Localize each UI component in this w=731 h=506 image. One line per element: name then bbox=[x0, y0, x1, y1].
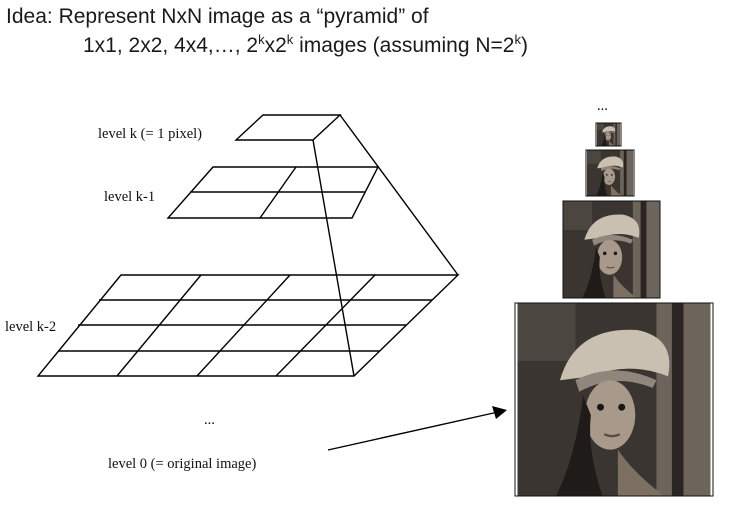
heading-line2-part-c: images (assuming N=2 bbox=[293, 34, 515, 57]
pyramid-image-original bbox=[514, 302, 714, 497]
heading-line1: Represent NxN image as a “pyramid” of bbox=[58, 5, 429, 28]
idea-label: Idea: bbox=[6, 5, 53, 28]
level-k-label: level k (= 1 pixel) bbox=[98, 126, 203, 142]
pyramid-image-1x1 bbox=[595, 122, 622, 147]
heading-line2-part-b: x2 bbox=[264, 34, 287, 57]
heading-line2: 1x1, 2x2, 4x4,…, 2kx2k images (assuming … bbox=[6, 31, 528, 60]
level-k1-plane bbox=[166, 166, 380, 219]
heading-line2-part-d: ) bbox=[520, 34, 528, 57]
arrow-line bbox=[327, 411, 499, 451]
arrowhead-icon bbox=[492, 406, 507, 419]
heading-sup-3: k bbox=[514, 32, 521, 47]
level-k2-label: level k-2 bbox=[5, 319, 57, 335]
level-k2-grid bbox=[116, 274, 202, 377]
pyramid-edge bbox=[339, 114, 459, 276]
level-k2-grid bbox=[196, 274, 291, 377]
heading-sup-2: k bbox=[286, 32, 294, 47]
pyramid-edge bbox=[312, 139, 355, 377]
heading-line2-part-a: 1x1, 2x2, 4x4,…, 2 bbox=[83, 34, 259, 57]
level-k1-grid bbox=[259, 166, 297, 219]
wireframe-lines bbox=[36, 114, 499, 451]
ellipsis-left: ... bbox=[204, 412, 215, 428]
pyramid-image-4x4 bbox=[562, 200, 661, 299]
ellipsis-top: ... bbox=[597, 98, 608, 114]
slide-heading: Idea: Represent NxN image as a “pyramid”… bbox=[6, 2, 528, 60]
pyramid-image-2x2 bbox=[585, 149, 635, 197]
heading-sup-1: k bbox=[258, 32, 265, 47]
level-k1-label: level k-1 bbox=[104, 189, 156, 205]
level-k2-grid bbox=[275, 274, 376, 377]
level-0-label: level 0 (= original image) bbox=[108, 456, 257, 472]
